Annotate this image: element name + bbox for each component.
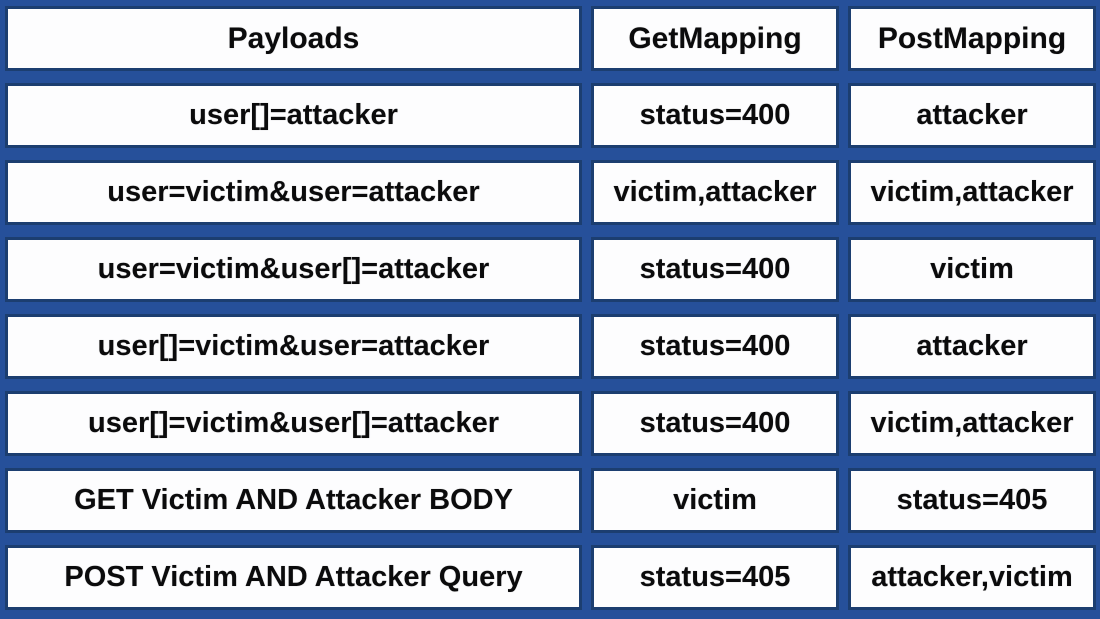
header-cell-payloads: Payloads [5,6,582,71]
postmapping-cell: status=405 [848,468,1096,533]
postmapping-cell: victim [848,237,1096,302]
postmapping-cell: victim,attacker [848,391,1096,456]
postmapping-cell: victim,attacker [848,160,1096,225]
payload-cell: user[]=victim&user=attacker [5,314,582,379]
payload-cell: GET Victim AND Attacker BODY [5,468,582,533]
getmapping-cell: status=400 [591,237,839,302]
payload-cell: user=victim&user[]=attacker [5,237,582,302]
getmapping-cell: status=400 [591,314,839,379]
getmapping-cell: status=400 [591,391,839,456]
getmapping-cell: status=405 [591,545,839,610]
payload-cell: user[]=victim&user[]=attacker [5,391,582,456]
payload-cell: POST Victim AND Attacker Query [5,545,582,610]
postmapping-cell: attacker [848,83,1096,148]
header-cell-postmapping: PostMapping [848,6,1096,71]
getmapping-cell: victim [591,468,839,533]
postmapping-cell: attacker [848,314,1096,379]
payload-cell: user[]=attacker [5,83,582,148]
getmapping-cell: victim,attacker [591,160,839,225]
payload-cell: user=victim&user=attacker [5,160,582,225]
postmapping-cell: attacker,victim [848,545,1096,610]
header-cell-getmapping: GetMapping [591,6,839,71]
getmapping-cell: status=400 [591,83,839,148]
